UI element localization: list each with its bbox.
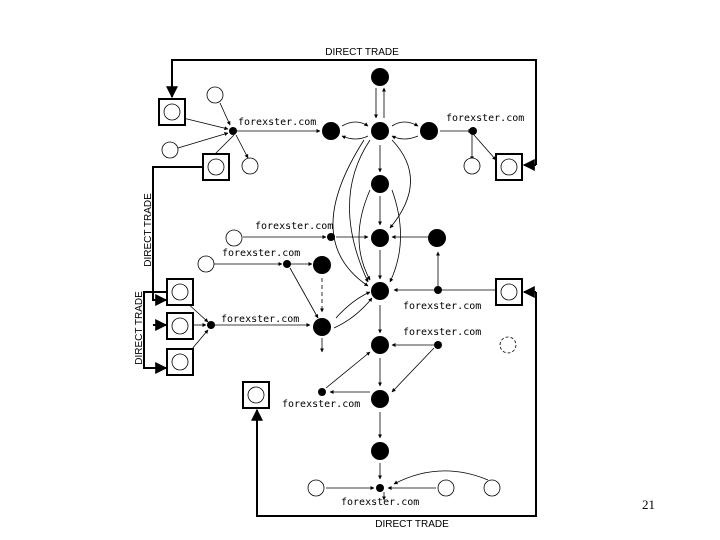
- boxed-participant: [202, 153, 230, 181]
- market-node: [313, 256, 331, 274]
- market-node: [420, 122, 438, 140]
- boxed-participants: [158, 98, 523, 409]
- boxed-participant: [166, 312, 194, 340]
- trader-node: [241, 157, 259, 175]
- trader-node: [307, 479, 325, 497]
- market-node: [371, 282, 389, 300]
- forexster-label: forexster.com: [341, 497, 419, 508]
- market-node: [428, 229, 446, 247]
- market-node: [371, 122, 389, 140]
- trader-node: [483, 479, 501, 497]
- page-number: 21: [642, 497, 655, 512]
- market-node: [371, 336, 389, 354]
- market-node: [371, 390, 389, 408]
- broker-dots: [207, 127, 477, 492]
- boxed-participant: [242, 381, 270, 409]
- market-node: [371, 175, 389, 193]
- broker-dot: [469, 127, 477, 135]
- broker-dot: [229, 127, 237, 135]
- forexster-label: forexster.com: [238, 117, 316, 128]
- direct-trade-left-loop: [152, 166, 202, 306]
- market-node: [371, 68, 389, 86]
- forexster-label: forexster.com: [255, 221, 333, 232]
- market-node: [322, 122, 340, 140]
- direct-trade-label-bottom: DIRECT TRADE: [375, 519, 449, 530]
- direct-trade-bottom-loop: [251, 292, 537, 517]
- broker-dot: [434, 341, 442, 349]
- broker-dot: [318, 388, 326, 396]
- broker-dot: [207, 321, 215, 329]
- broker-dot: [376, 484, 384, 492]
- node-labels: forexster.com forexster.com forexster.co…: [221, 113, 524, 508]
- forexster-label: forexster.com: [403, 327, 481, 338]
- broker-dot: [434, 286, 442, 294]
- market-node: [371, 229, 389, 247]
- forexster-label: forexster.com: [446, 113, 524, 124]
- flow-edges: [177, 87, 497, 501]
- direct-trade-loops: [143, 59, 537, 517]
- direct-trade-top-loop: [166, 59, 537, 165]
- market-node: [313, 318, 331, 336]
- forexster-label: forexster.com: [222, 248, 300, 259]
- market-nodes: [313, 68, 446, 460]
- broker-dot: [283, 260, 291, 268]
- boxed-participant: [158, 98, 186, 126]
- market-node: [371, 442, 389, 460]
- boxed-participant: [495, 278, 523, 306]
- boxed-participant: [495, 153, 523, 181]
- trader-node: [225, 229, 243, 247]
- boxed-participant: [166, 278, 194, 306]
- trader-nodes: [161, 86, 517, 497]
- trader-node: [161, 141, 179, 159]
- boxed-participant: [166, 348, 194, 376]
- trader-node: [437, 479, 455, 497]
- forexster-label: forexster.com: [403, 301, 481, 312]
- trader-node: [197, 255, 215, 273]
- broker-dot: [327, 233, 335, 241]
- trader-node: [499, 336, 517, 354]
- forexster-label: forexster.com: [221, 314, 299, 325]
- trader-node: [463, 157, 481, 175]
- trader-node: [206, 86, 224, 104]
- direct-trade-label-left-upper: DIRECT TRADE: [143, 193, 154, 267]
- direct-trade-label-left-lower: DIRECT TRADE: [134, 291, 145, 365]
- direct-trade-inner-loop-a: [143, 291, 168, 374]
- direct-trade-label-top: DIRECT TRADE: [325, 47, 399, 58]
- forexster-label: forexster.com: [282, 399, 360, 410]
